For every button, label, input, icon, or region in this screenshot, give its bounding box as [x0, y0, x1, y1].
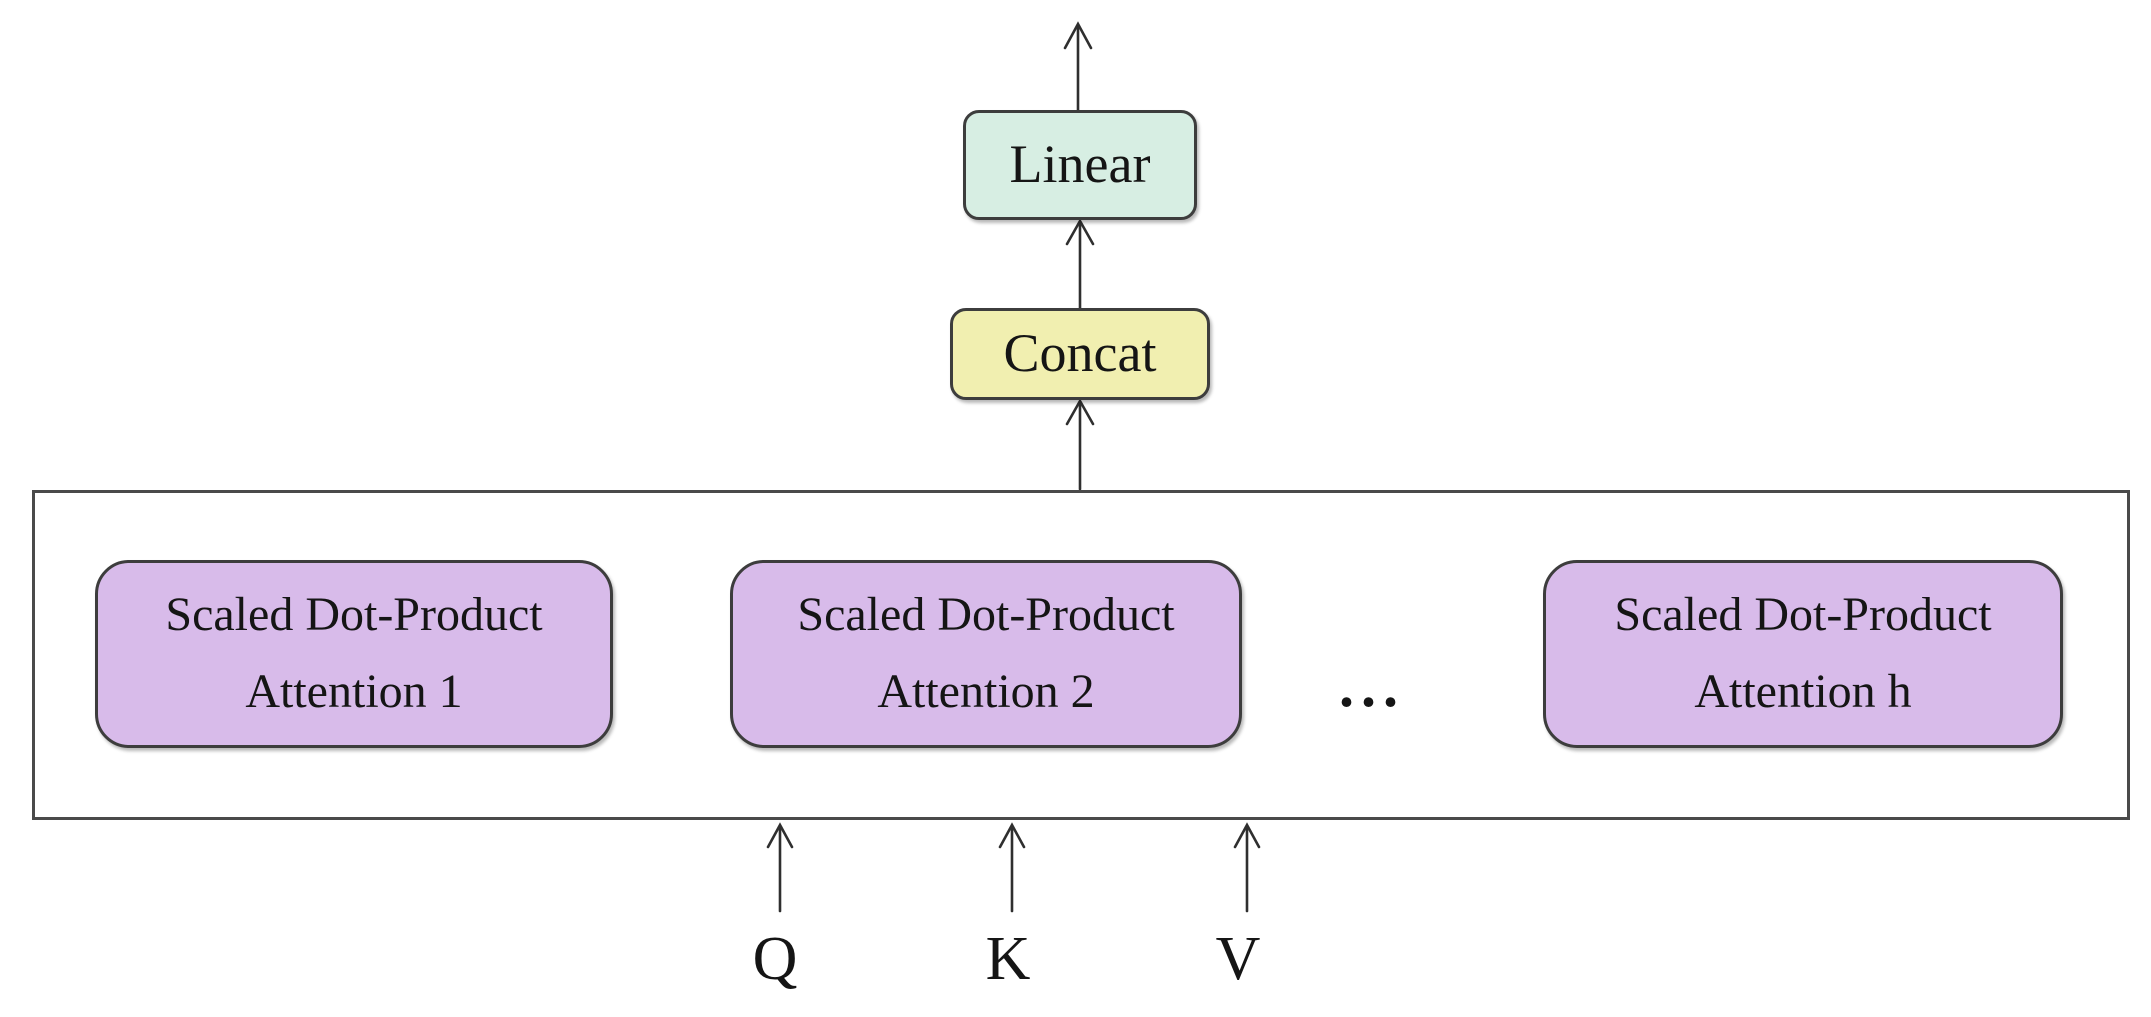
input-label-k: K	[985, 925, 1031, 993]
output-arrow	[1063, 21, 1093, 114]
linear-node: Linear	[963, 110, 1197, 220]
attention-heads-container	[32, 490, 2130, 820]
attention-head-1-subtitle: Attention 1	[245, 665, 463, 718]
container-to-concat-arrow	[1065, 398, 1095, 491]
attention-head-h-node: Scaled Dot-Product Attention h	[1543, 560, 2063, 748]
input-arrow-q	[766, 822, 794, 913]
concat-node: Concat	[950, 308, 1210, 400]
concat-to-linear-arrow	[1065, 218, 1095, 310]
attention-head-2-node: Scaled Dot-Product Attention 2	[730, 560, 1242, 748]
attention-head-2-title: Scaled Dot-Product	[797, 588, 1175, 642]
more-heads-ellipsis: ...	[1339, 653, 1405, 719]
attention-head-h-subtitle: Attention h	[1694, 665, 1912, 718]
attention-head-2-subtitle: Attention 2	[877, 665, 1095, 718]
attention-head-1-title: Scaled Dot-Product	[165, 588, 543, 642]
attention-head-1-node: Scaled Dot-Product Attention 1	[95, 560, 613, 748]
input-label-q: Q	[752, 925, 798, 993]
input-arrow-v	[1233, 822, 1261, 913]
linear-label: Linear	[1009, 134, 1151, 195]
attention-head-h-title: Scaled Dot-Product	[1614, 588, 1992, 642]
input-label-v: V	[1215, 925, 1261, 993]
input-arrow-k	[998, 822, 1026, 913]
concat-label: Concat	[1003, 323, 1157, 384]
